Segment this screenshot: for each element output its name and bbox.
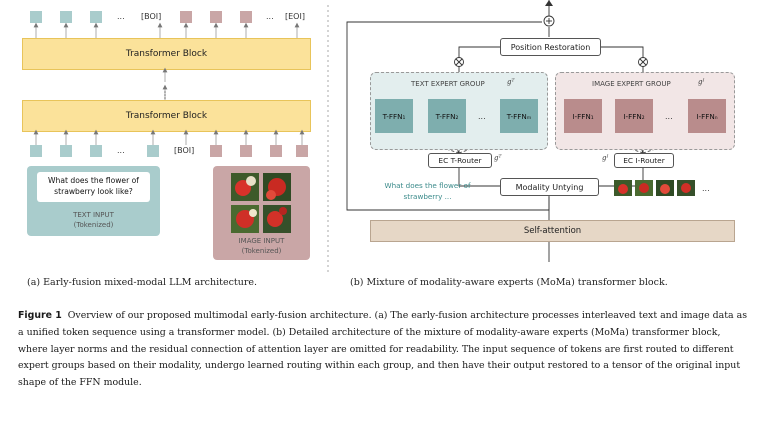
image-input-label: IMAGE INPUT [238, 237, 285, 245]
image-token [240, 11, 252, 23]
i-ffn-n: I-FFNₙ [688, 99, 726, 133]
image-input-box: IMAGE INPUT (Tokenized) [213, 166, 310, 260]
boi-token-label: [BOI] [174, 146, 195, 155]
ellipsis: ... [665, 112, 673, 121]
text-token [60, 145, 72, 157]
image-group-symbol: 𝑔ᴵ [698, 78, 705, 86]
text-input-box: What does the flower of strawberry look … [27, 166, 160, 236]
ellipsis: ... [117, 12, 125, 21]
text-input-sublabel: (Tokenized) [73, 221, 114, 229]
t-ffn-2: T-FFN₂ [428, 99, 466, 133]
ellipsis: ... [478, 112, 486, 121]
panel-a-caption: (a) Early-fusion mixed-modal LLM archite… [27, 277, 258, 288]
text-token [90, 145, 102, 157]
transformer-block-top: Transformer Block [22, 38, 311, 70]
text-group-symbol: 𝑔ᵀ [507, 78, 515, 86]
ellipsis: ... [266, 12, 274, 21]
panel-b-caption: (b) Mixture of modality-aware experts (M… [350, 277, 668, 288]
text-tokens-preview: What does the flower of strawberry ... [384, 181, 471, 201]
t-ffn-m: T-FFNₘ [500, 99, 538, 133]
text-token [147, 145, 159, 157]
text-input-label: TEXT INPUT [73, 211, 114, 219]
strawberry-image [231, 173, 291, 233]
text-token [90, 11, 102, 23]
text-expert-group-label: TEXT EXPERT GROUP [411, 80, 485, 88]
i-ffn-1: I-FFN₁ [564, 99, 602, 133]
text-prompt: What does the flower of strawberry look … [37, 172, 150, 202]
image-tokens-preview [614, 180, 696, 196]
figure-caption: Figure 1 Overview of our proposed multim… [18, 308, 750, 392]
self-attention-block: Self-attention [370, 220, 735, 242]
image-token [180, 11, 192, 23]
i-ffn-2: I-FFN₂ [615, 99, 653, 133]
modality-untying-box: Modality Untying [500, 178, 599, 196]
router-t-symbol: 𝑔ᵀ [494, 154, 502, 162]
eoi-token-label: [EOI] [285, 12, 305, 21]
text-token [60, 11, 72, 23]
ec-t-router: EC T-Router [428, 153, 492, 168]
image-input-sublabel: (Tokenized) [241, 247, 282, 255]
image-token [240, 145, 252, 157]
router-i-symbol: 𝑔ᴵ [602, 154, 609, 162]
ec-i-router: EC I-Router [614, 153, 674, 168]
text-token [30, 145, 42, 157]
position-restoration-box: Position Restoration [500, 38, 601, 56]
image-token [296, 145, 308, 157]
figure-caption-text: Overview of our proposed multimodal earl… [18, 310, 748, 389]
boi-token-label: [BOI] [141, 12, 162, 21]
transformer-block-bottom: Transformer Block [22, 100, 311, 132]
ellipsis: ... [117, 146, 125, 155]
t-ffn-1: T-FFN₁ [375, 99, 413, 133]
image-token [210, 145, 222, 157]
image-token [210, 11, 222, 23]
ellipsis: ... [702, 184, 710, 193]
image-token [270, 145, 282, 157]
text-token [30, 11, 42, 23]
image-expert-group-label: IMAGE EXPERT GROUP [592, 80, 671, 88]
figure-label: Figure 1 [18, 310, 62, 321]
